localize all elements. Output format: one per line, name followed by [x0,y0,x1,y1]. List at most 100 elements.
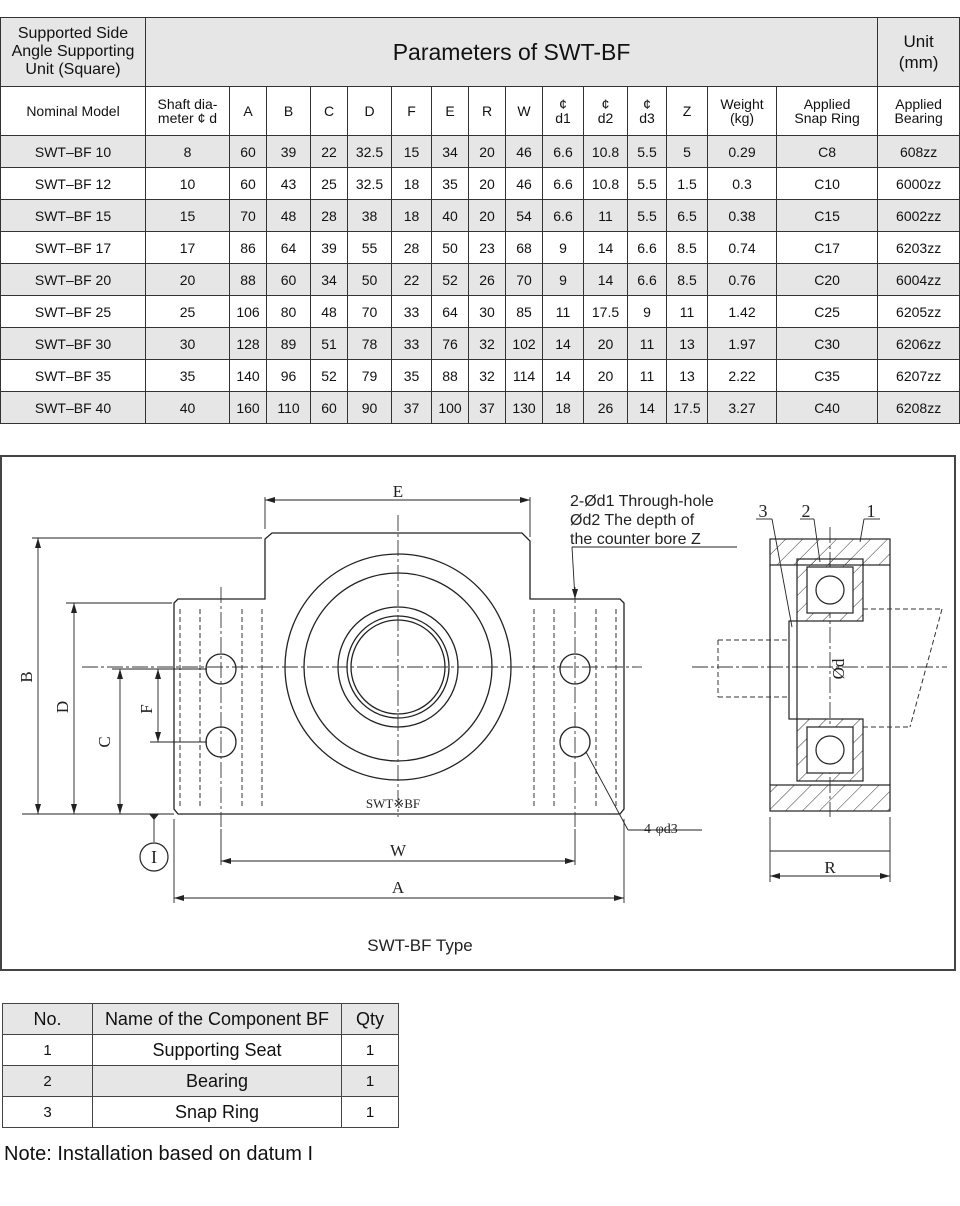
value-cell: 0.38 [707,199,777,232]
value-cell: 17.5 [583,295,628,328]
model-cell: SWT–BF 12 [0,167,146,200]
value-cell: 130 [505,391,543,424]
installation-note: Note: Installation based on datum I [4,1143,314,1165]
value-cell: 11 [627,327,667,360]
value-cell: C35 [775,359,879,392]
value-cell: 85 [505,295,543,328]
corner-line: Unit (Square) [25,61,121,78]
value-cell: 70 [229,199,267,232]
value-cell: 9 [542,231,584,264]
value-cell: 9 [627,295,667,328]
value-cell: 6004zz [877,263,960,296]
column-header-line: B [283,103,294,119]
value-cell: 14 [583,231,628,264]
column-header: R [468,86,506,136]
column-header-line: D [364,103,375,119]
value-cell: 5.5 [627,135,667,168]
value-cell: 6207zz [877,359,960,392]
dim-label-F: F [137,704,156,713]
unit-label: Unit(mm) [877,17,960,87]
model-cell: SWT–BF 25 [0,295,146,328]
value-cell: 10 [145,167,230,200]
body-mark: SWT※BF [366,796,420,811]
value-cell: 32.5 [347,167,392,200]
column-header-line: ¢ [601,96,610,112]
column-header: Nominal Model [0,86,146,136]
value-cell: 50 [347,263,392,296]
value-cell: 0.3 [707,167,777,200]
value-cell: 35 [391,359,432,392]
header-qty: Qty [341,1003,399,1035]
value-cell: 140 [229,359,267,392]
value-cell: 114 [505,359,543,392]
column-header-line: Snap Ring [794,110,860,126]
dim-label-E: E [393,482,403,501]
value-cell: 86 [229,231,267,264]
callout-1: 1 [867,501,876,521]
value-cell: 32 [468,327,506,360]
value-cell: 18 [391,167,432,200]
value-cell: 35 [145,359,230,392]
column-header-line: Shaft dia- [157,96,218,112]
value-cell: 13 [666,327,708,360]
value-cell: 39 [266,135,311,168]
value-cell: C10 [775,167,879,200]
column-header: Shaft dia-meter ¢ d [145,86,230,136]
value-cell: 28 [310,199,348,232]
dim-label-A: A [392,878,405,897]
value-cell: 1.5 [666,167,708,200]
value-cell: C8 [775,135,879,168]
table-title: Parameters of SWT-BF [144,17,879,87]
model-cell: SWT–BF 40 [0,391,146,424]
value-cell: 26 [583,391,628,424]
value-cell: 35 [431,167,469,200]
column-header: ¢d1 [542,86,584,136]
value-cell: 26 [468,263,506,296]
value-cell: 20 [583,327,628,360]
value-cell: 110 [266,391,311,424]
value-cell: 48 [266,199,311,232]
column-header: A [229,86,267,136]
value-cell: 6002zz [877,199,960,232]
component-qty: 1 [341,1034,399,1066]
corner-line: Angle Supporting [11,43,135,60]
component-name: Supporting Seat [92,1034,342,1066]
value-cell: 32 [468,359,506,392]
value-cell: 32.5 [347,135,392,168]
column-header-line: C [323,103,335,119]
side-bottom-hatch [769,784,891,812]
component-qty: 1 [341,1096,399,1128]
column-header-line: Nominal Model [26,103,120,119]
component-no: 1 [2,1034,93,1066]
column-header-line: A [243,103,253,119]
value-cell: 6.6 [542,199,584,232]
value-cell: 60 [229,135,267,168]
column-header: B [266,86,311,136]
value-cell: 40 [431,199,469,232]
dim-label-C: C [95,736,114,747]
value-cell: 25 [310,167,348,200]
value-cell: 3.27 [707,391,777,424]
value-cell: 30 [468,295,506,328]
value-cell: 88 [229,263,267,296]
column-header-line: Applied [803,96,851,112]
component-name: Bearing [92,1065,342,1097]
value-cell: 78 [347,327,392,360]
column-header: E [431,86,469,136]
value-cell: 54 [505,199,543,232]
value-cell: 96 [266,359,311,392]
column-header-line: Z [682,103,692,119]
value-cell: 33 [391,295,432,328]
value-cell: 20 [583,359,628,392]
note-line-2: Ød2 The depth of [570,512,695,529]
unit-line: (mm) [898,53,939,72]
corner-line: Supported Side [17,25,129,42]
